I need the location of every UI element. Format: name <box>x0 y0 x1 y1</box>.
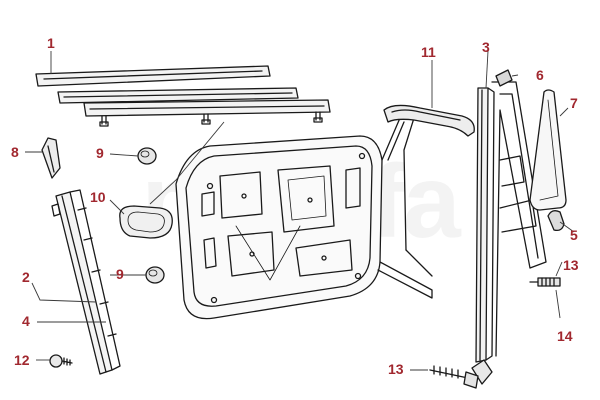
part-2-4-window-channel <box>51 189 121 375</box>
callout-2: 2 <box>22 269 30 285</box>
part-13-bolt-lower <box>429 365 479 389</box>
part-1-waist-seal-strips <box>35 65 331 127</box>
part-6-pivot-knob <box>495 69 513 87</box>
door-rear-frame <box>377 117 433 299</box>
leader-lines <box>25 50 575 371</box>
door-inner-panel <box>175 135 383 320</box>
part-7-vent-glass <box>529 89 567 211</box>
callout-13-upper: 13 <box>563 257 579 273</box>
callout-9-upper: 9 <box>96 145 104 161</box>
callout-3: 3 <box>482 39 490 55</box>
callout-9-lower: 9 <box>116 266 124 282</box>
vent-window-frame <box>491 81 547 357</box>
part-3-run-channel <box>471 87 495 385</box>
part-8-corner-clip <box>41 137 61 179</box>
callout-1: 1 <box>47 35 55 51</box>
callout-13-lower: 13 <box>388 361 404 377</box>
callout-6: 6 <box>536 67 544 83</box>
part-13-pin-upper <box>529 277 561 287</box>
callout-8: 8 <box>11 144 19 160</box>
callout-4: 4 <box>22 313 30 329</box>
part-10-access-cover <box>119 205 173 239</box>
part-5-catch <box>547 210 565 232</box>
callout-14: 14 <box>557 328 573 344</box>
part-9-plug-lower <box>145 266 165 284</box>
callout-12: 12 <box>14 352 30 368</box>
callout-10: 10 <box>90 189 106 205</box>
part-11-vent-frame <box>383 104 475 137</box>
part-9-plug-upper <box>137 147 157 165</box>
callout-5: 5 <box>570 227 578 243</box>
callout-7: 7 <box>570 95 578 111</box>
callout-11: 11 <box>421 44 436 60</box>
part-12-screw <box>49 354 73 368</box>
